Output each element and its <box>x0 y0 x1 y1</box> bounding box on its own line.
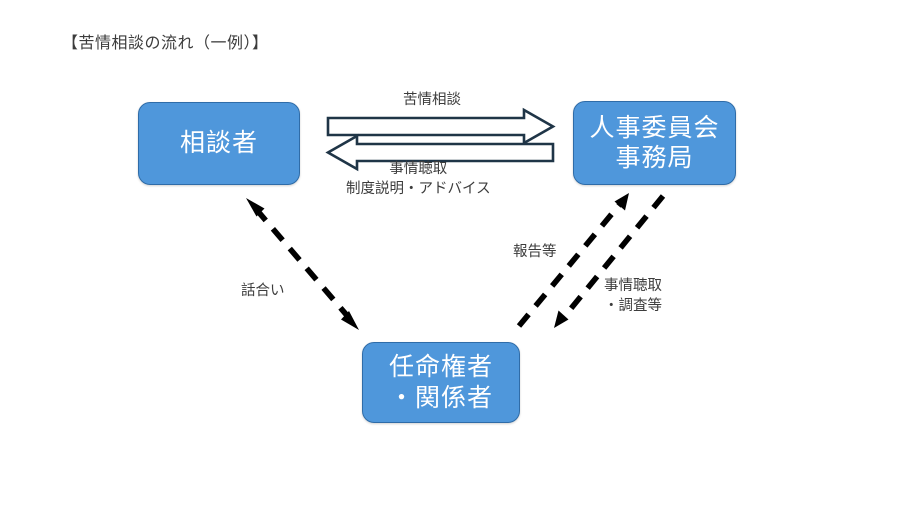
page-title: 【苦情相談の流れ（一例）】 <box>62 35 269 52</box>
node-authority-line-2: ・関係者 <box>388 383 493 412</box>
edge-label-hearing: 事情聴取 <box>389 161 448 177</box>
node-consultant-line-1: 相談者 <box>179 129 258 158</box>
edge-label-complaint: 苦情相談 <box>403 92 461 108</box>
edge-label-advice: 制度説明・アドバイス <box>346 180 491 197</box>
node-consultant[interactable]: 相談者 <box>138 102 300 185</box>
node-commission-line-2: 事務局 <box>615 144 694 172</box>
node-commission-line-1: 人事委員会 <box>589 113 720 142</box>
node-authority-line-1: 任命権者 <box>388 353 493 381</box>
edge-label-discussion: 話合い <box>241 283 285 299</box>
edge-label-hearing-advice: 事情聴取 制度説明・アドバイス <box>346 160 491 199</box>
edge-label-investigation-line-2: ・調査等 <box>604 297 662 314</box>
edge-label-report: 報告等 <box>513 244 557 260</box>
edge-label-investigation: 事情聴取 ・調査等 <box>604 277 662 316</box>
node-authority[interactable]: 任命権者 ・関係者 <box>362 342 520 423</box>
edge-label-investigation-line-1: 事情聴取 <box>604 278 662 294</box>
node-commission[interactable]: 人事委員会 事務局 <box>573 101 736 185</box>
dashed-arrow-discussion <box>246 198 359 330</box>
block-arrow-complaint <box>326 107 556 146</box>
